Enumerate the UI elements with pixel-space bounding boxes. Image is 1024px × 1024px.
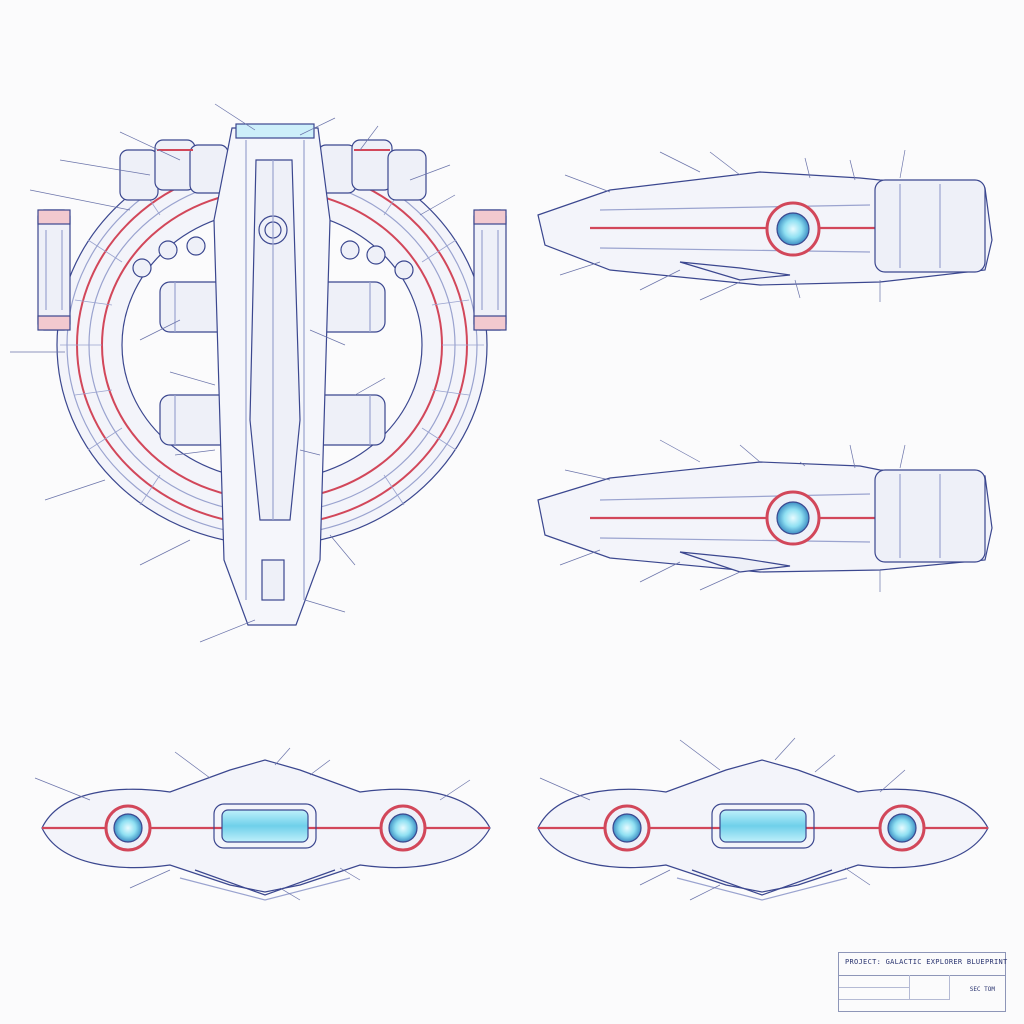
front-engine-glow-left-a (113, 813, 143, 843)
top-view (10, 103, 507, 643)
front-view-left (34, 747, 491, 901)
front-engine-glow-left-b (388, 813, 418, 843)
side-view-upper (537, 149, 993, 302)
title-block-scale: SEC TOM (969, 986, 995, 993)
side-view-lower (537, 439, 993, 592)
top-engine-housings (119, 139, 427, 201)
side-engine-pod-left (37, 209, 71, 331)
title-block: PROJECT: GALACTIC EXPLORER BLUEPRINT SEC… (838, 952, 1008, 1012)
rear-engine-block-lower (874, 469, 986, 563)
front-view-right (537, 737, 989, 901)
side-reactor-glow-upper (776, 212, 810, 246)
central-spine (213, 123, 331, 626)
side-reactor-glow-lower (776, 501, 810, 535)
front-cockpit-window-right (719, 809, 807, 843)
top-view-callouts (10, 103, 456, 643)
front-cockpit-window-left (221, 809, 309, 843)
front-engine-glow-right-b (887, 813, 917, 843)
side-engine-pod-right (473, 209, 507, 331)
ring-port-circles (132, 236, 414, 280)
title-block-title: PROJECT: GALACTIC EXPLORER BLUEPRINT (845, 958, 1008, 966)
rear-engine-block-upper (874, 179, 986, 273)
front-engine-glow-right-a (612, 813, 642, 843)
